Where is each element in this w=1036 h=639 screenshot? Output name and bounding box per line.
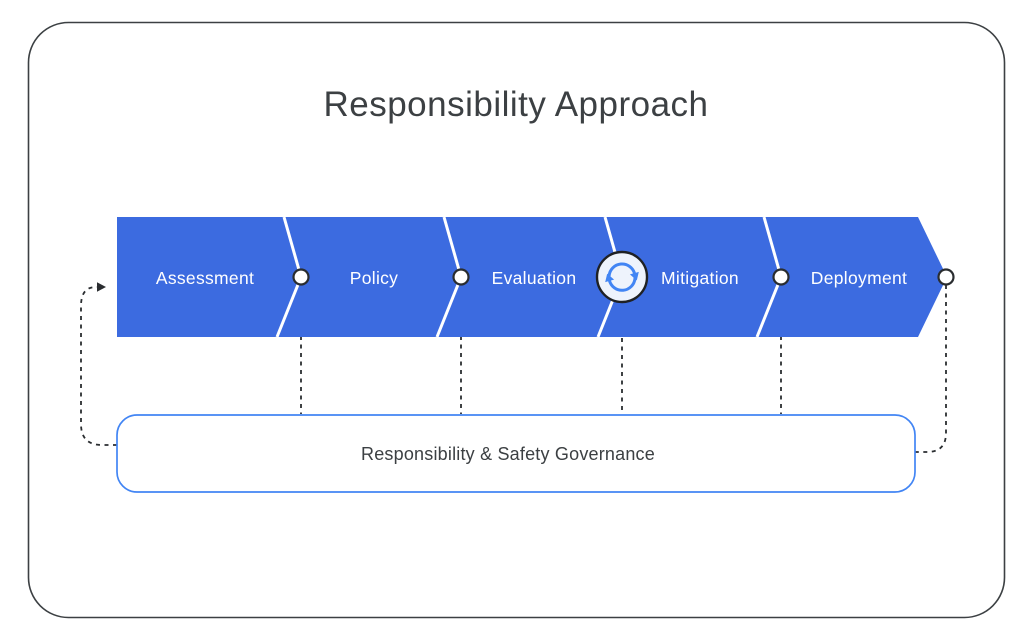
stage-label-mitigation: Mitigation <box>661 268 739 288</box>
stage-label-assessment: Assessment <box>156 268 254 288</box>
connector-deployment-end <box>915 285 947 453</box>
feedback-loop-arrowhead-icon <box>97 282 106 292</box>
stage-label-deployment: Deployment <box>811 268 907 288</box>
junction-node-1 <box>292 268 310 286</box>
stage-label-policy: Policy <box>350 268 398 288</box>
governance-label: Responsibility & Safety Governance <box>361 444 655 464</box>
junction-node-4 <box>772 268 790 286</box>
junction-node-2 <box>452 268 470 286</box>
cycle-icon-circle <box>595 250 649 304</box>
cycle-icon-bottom-arc <box>607 276 637 292</box>
page-title: Responsibility Approach <box>323 85 708 124</box>
cycle-icon-top-arc <box>607 262 637 278</box>
cycle-icon-bottom-arrowhead <box>605 273 615 283</box>
junction-node-tip <box>937 268 955 286</box>
process-arrow-band <box>117 217 947 337</box>
feedback-loop-dashed-line <box>80 286 117 446</box>
cycle-icon-top-arrowhead <box>629 271 639 281</box>
stage-label-evaluation: Evaluation <box>492 268 577 288</box>
governance-box <box>116 414 916 493</box>
cycle-refresh-icon <box>595 250 649 304</box>
